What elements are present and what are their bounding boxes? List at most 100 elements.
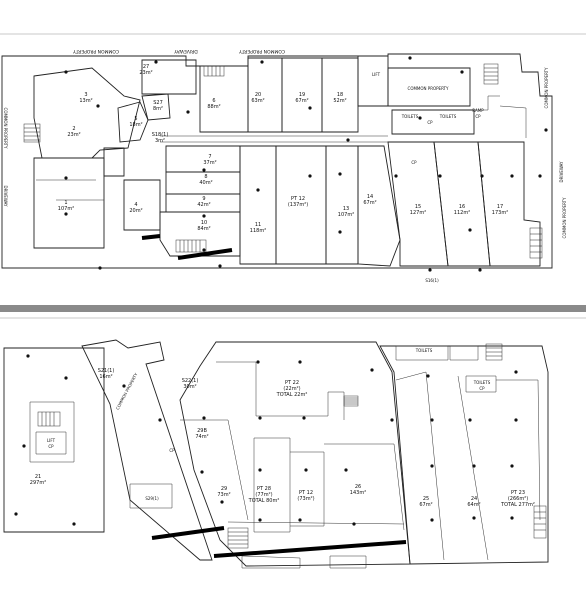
lot-total: TOTAL 80m²: [248, 498, 280, 504]
lot-area: 64m²: [467, 502, 480, 508]
lot-area: (137m²): [288, 202, 308, 208]
lot-area: 67m²: [363, 200, 376, 206]
lower-floor-plan: S21(1)16m² S22(1)30m² PT 22(22m²)TOTAL 2…: [3, 339, 549, 569]
lot-area: 30m²: [183, 384, 196, 390]
lot-area: 73m²: [217, 492, 230, 498]
lot-pt28: PT 28(77m²)TOTAL 80m²: [248, 486, 280, 504]
lot-number: 17: [497, 204, 503, 210]
lot-area: 20m²: [129, 208, 142, 214]
lot-area: 8m²: [153, 106, 163, 112]
lot-area: 143m²: [350, 490, 366, 496]
lot-area: 23m²: [139, 70, 152, 76]
perimeter-note: COMMON PROPERTY: [544, 67, 549, 108]
lot-area: (22m²): [283, 386, 300, 392]
stairs-lower-center: [343, 395, 359, 407]
lift-cp-label: CP: [48, 444, 54, 449]
toilets-label: TOILETS: [415, 348, 433, 353]
lot-number: 25: [423, 496, 429, 502]
lot-number: PT 22: [285, 380, 299, 386]
lot-number: S18(1): [152, 132, 169, 138]
boundary-bar: [141, 234, 161, 240]
stairs-upper-left: [23, 123, 41, 143]
lot-area: 52m²: [333, 98, 346, 104]
lot-area: 107m²: [58, 206, 74, 212]
perimeter-note: DRIVEWAY: [559, 161, 564, 182]
lot-number: 3: [84, 92, 87, 98]
lot-area: 112m²: [454, 210, 470, 216]
plan-divider: [0, 305, 586, 312]
boundary-bar: [151, 526, 225, 540]
stairs-upper-top: [203, 65, 225, 77]
lift-label: LIFT: [47, 438, 56, 443]
lot-area: 18m²: [129, 122, 142, 128]
s29-label: S29(1): [145, 496, 159, 501]
lot-area: 63m²: [251, 98, 264, 104]
lot-area: 67m²: [295, 98, 308, 104]
perimeter-note: COMMON PROPERTY: [562, 197, 567, 238]
common-property-label: COMMON PROPERTY: [115, 372, 139, 411]
lot-number: 29: [221, 486, 227, 492]
lot-area: 13m²: [79, 98, 92, 104]
lot-area: 40m²: [199, 180, 212, 186]
stairs-lower-bottom-right: [533, 505, 547, 539]
lot-area: 118m²: [250, 228, 266, 234]
lot-number: PT 23: [511, 490, 525, 496]
lot-number: 15: [415, 204, 421, 210]
lot-number: 20: [255, 92, 261, 98]
lot-number: 16: [459, 204, 465, 210]
stairs-lower-bottom: [227, 527, 249, 549]
lot-number: 29B: [197, 428, 207, 434]
lot-number: 8: [204, 174, 207, 180]
lot-area: 173m²: [492, 210, 508, 216]
stairs-upper-east: [529, 227, 543, 259]
common-property-label: COMMON PROPERTY: [408, 86, 449, 91]
toilets-label: TOILETS: [473, 380, 491, 385]
lot-number: 18: [337, 92, 343, 98]
lot-number: 10: [201, 220, 207, 226]
perimeter-note: COMMON PROPERTY: [73, 48, 119, 54]
lot-total: TOTAL 22m²: [276, 392, 308, 398]
lot-number: PT 28: [257, 486, 271, 492]
lot-number: PT 12: [299, 490, 313, 496]
lot-area: 84m²: [197, 226, 210, 232]
lot-number: 19: [299, 92, 305, 98]
lot-number: 26: [355, 484, 361, 490]
lot-number: S21(1): [98, 368, 115, 374]
lot-number: 1: [64, 200, 67, 206]
lot-area: 74m²: [195, 434, 208, 440]
toilets-label: TOILETS: [401, 114, 419, 119]
s16-label: S16(1): [425, 278, 439, 283]
lot-area: (266m²): [508, 496, 528, 502]
lot-number: 7: [208, 154, 211, 160]
boundary-bar: [213, 540, 407, 558]
lot-number: 27: [143, 64, 149, 70]
lot-pt12b: PT 12(73m²): [297, 490, 314, 502]
perimeter-note: COMMON PROPERTY: [3, 108, 8, 149]
lot-number: 6: [212, 98, 215, 104]
lot-number: 2: [72, 126, 75, 132]
lot-area: 297m²: [30, 480, 46, 486]
perimeter-note: COMMON PROPERTY: [239, 48, 285, 54]
lot-number: 13: [343, 206, 349, 212]
ramp-cp-label: CP: [475, 114, 481, 119]
